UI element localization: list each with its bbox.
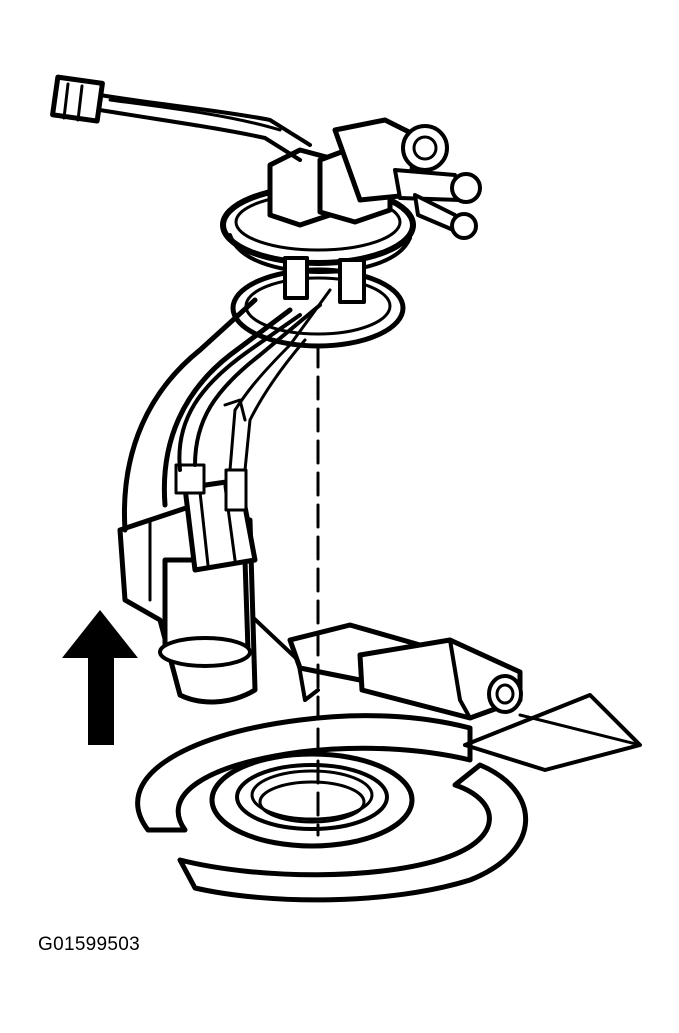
fuel-level-sender [243, 608, 523, 721]
tank-opening [135, 693, 642, 903]
figure-id-label: G01599503 [38, 934, 141, 955]
arrow-up-icon [62, 610, 138, 745]
electrical-connector-icon [50, 74, 105, 124]
wiring-harness [50, 74, 312, 162]
module-cover-flange [220, 117, 482, 304]
fuel-tubes [121, 288, 332, 533]
fuel-pump-body [117, 463, 258, 705]
